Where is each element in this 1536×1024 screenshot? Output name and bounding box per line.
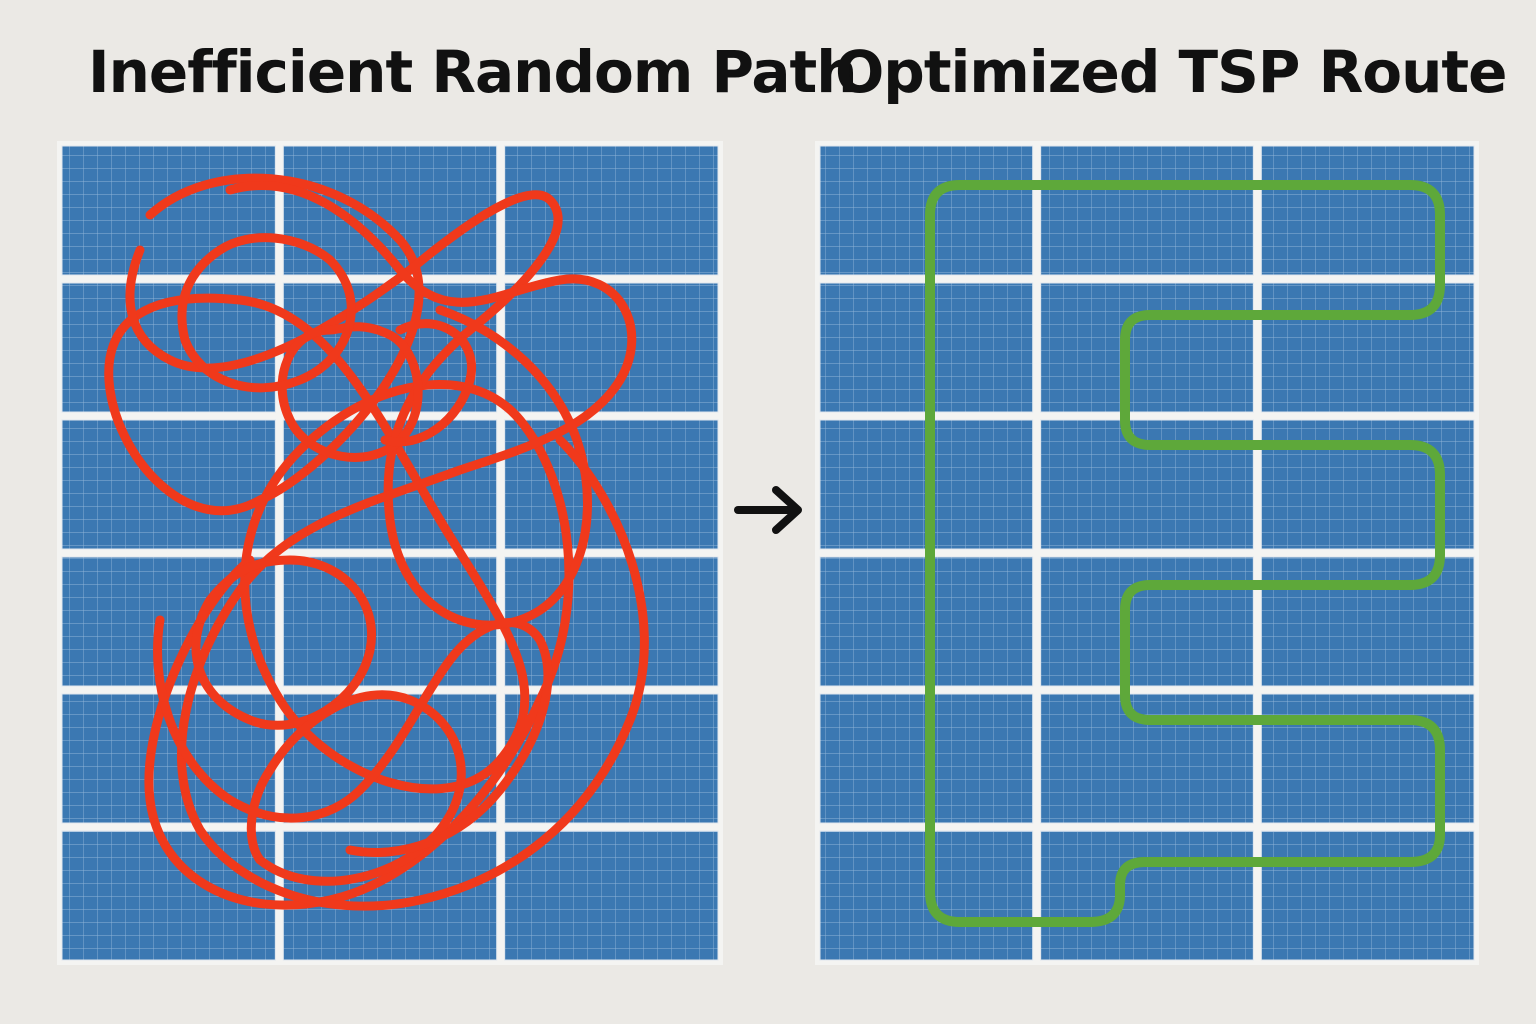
solar-panel	[1260, 830, 1475, 961]
random-path-loop	[177, 233, 356, 393]
random-path-loop	[104, 173, 574, 910]
random-path	[104, 173, 649, 911]
random-path-loop	[153, 615, 553, 857]
solar-panel	[61, 419, 276, 550]
tsp-route-path	[925, 180, 1445, 927]
solar-panel	[61, 556, 276, 687]
solar-panel	[504, 556, 719, 687]
solar-panel	[1260, 282, 1475, 413]
random-path-loop	[277, 322, 423, 462]
solar-panel	[1040, 145, 1254, 276]
left-solar-panel-frame	[57, 141, 723, 965]
solar-panel	[504, 145, 719, 276]
right-arrow-icon	[734, 486, 802, 534]
solar-panel	[504, 830, 719, 961]
solar-panel	[1260, 556, 1475, 687]
solar-panel	[1040, 419, 1254, 550]
random-path-loop	[191, 555, 376, 730]
solar-panel	[1040, 830, 1254, 961]
solar-panel	[1040, 693, 1254, 824]
solar-panel	[1040, 556, 1254, 687]
left-panel-title: Inefficient Random Path	[88, 38, 858, 106]
left-solar-panel-array	[57, 141, 723, 965]
right-solar-panel-array	[815, 141, 1479, 965]
solar-panel	[1040, 282, 1254, 413]
solar-panel	[61, 145, 276, 276]
random-path-loop	[380, 319, 476, 447]
right-panel-title: Optimized TSP Route	[835, 38, 1507, 106]
